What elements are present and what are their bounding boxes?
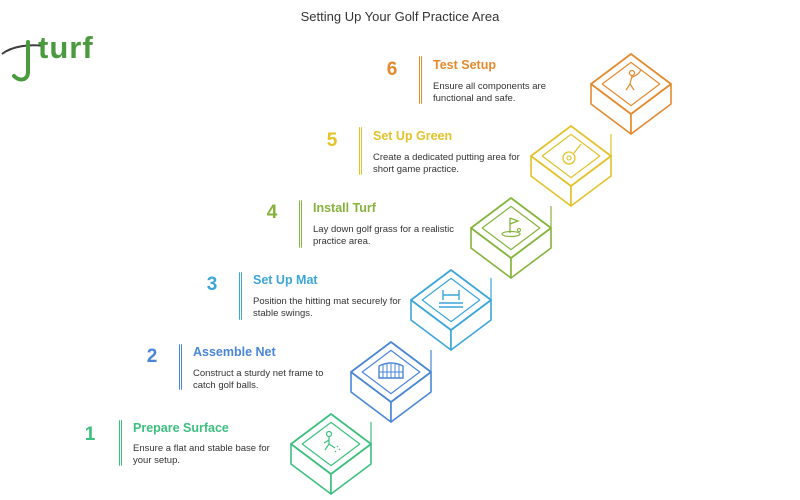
step-title: Assemble Net	[193, 345, 276, 359]
step-title: Test Setup	[433, 58, 496, 72]
stair-step-1	[290, 413, 372, 495]
step-number: 2	[146, 346, 158, 367]
step-bar	[419, 56, 422, 104]
step-number: 1	[84, 424, 96, 445]
step-number: 3	[206, 274, 218, 295]
step-description: Ensure all components are functional and…	[433, 81, 547, 104]
stair-step-5	[530, 125, 612, 207]
step-title: Prepare Surface	[133, 421, 229, 435]
golf-flag-icon	[501, 217, 521, 238]
golf-net-icon	[378, 362, 404, 379]
step-bar	[299, 200, 302, 248]
stair-step-3	[410, 269, 492, 351]
stair-step-6	[590, 53, 672, 135]
step-number: 5	[326, 130, 338, 151]
step-title: Install Turf	[313, 201, 376, 215]
step-number: 4	[266, 202, 278, 223]
stair-step-2	[350, 341, 432, 423]
logo-text: turf	[38, 30, 94, 65]
logo-swoosh-icon	[1, 40, 45, 82]
step-bar	[119, 420, 122, 466]
stair-step-4	[470, 197, 552, 279]
step-bar	[179, 344, 182, 390]
step-description: Create a dedicated putting area for shor…	[373, 152, 520, 175]
step-number: 6	[386, 59, 398, 80]
hitting-mat-icon	[439, 290, 463, 308]
step-title: Set Up Mat	[253, 273, 318, 287]
step-bar	[359, 127, 362, 175]
putting-green-icon	[562, 143, 582, 165]
golfer-swing-icon	[625, 69, 642, 91]
step-title: Set Up Green	[373, 129, 453, 143]
step-description: Ensure a flat and stable base for your s…	[133, 443, 270, 466]
step-description: Construct a sturdy net frame to catch go…	[193, 368, 324, 391]
step-bar	[239, 272, 242, 320]
step-description: Lay down golf grass for a realistic prac…	[313, 224, 454, 247]
diagram-title: Setting Up Your Golf Practice Area	[300, 9, 500, 24]
golfer-crouching-icon	[323, 430, 341, 453]
step-description: Position the hitting mat securely for st…	[253, 296, 401, 319]
